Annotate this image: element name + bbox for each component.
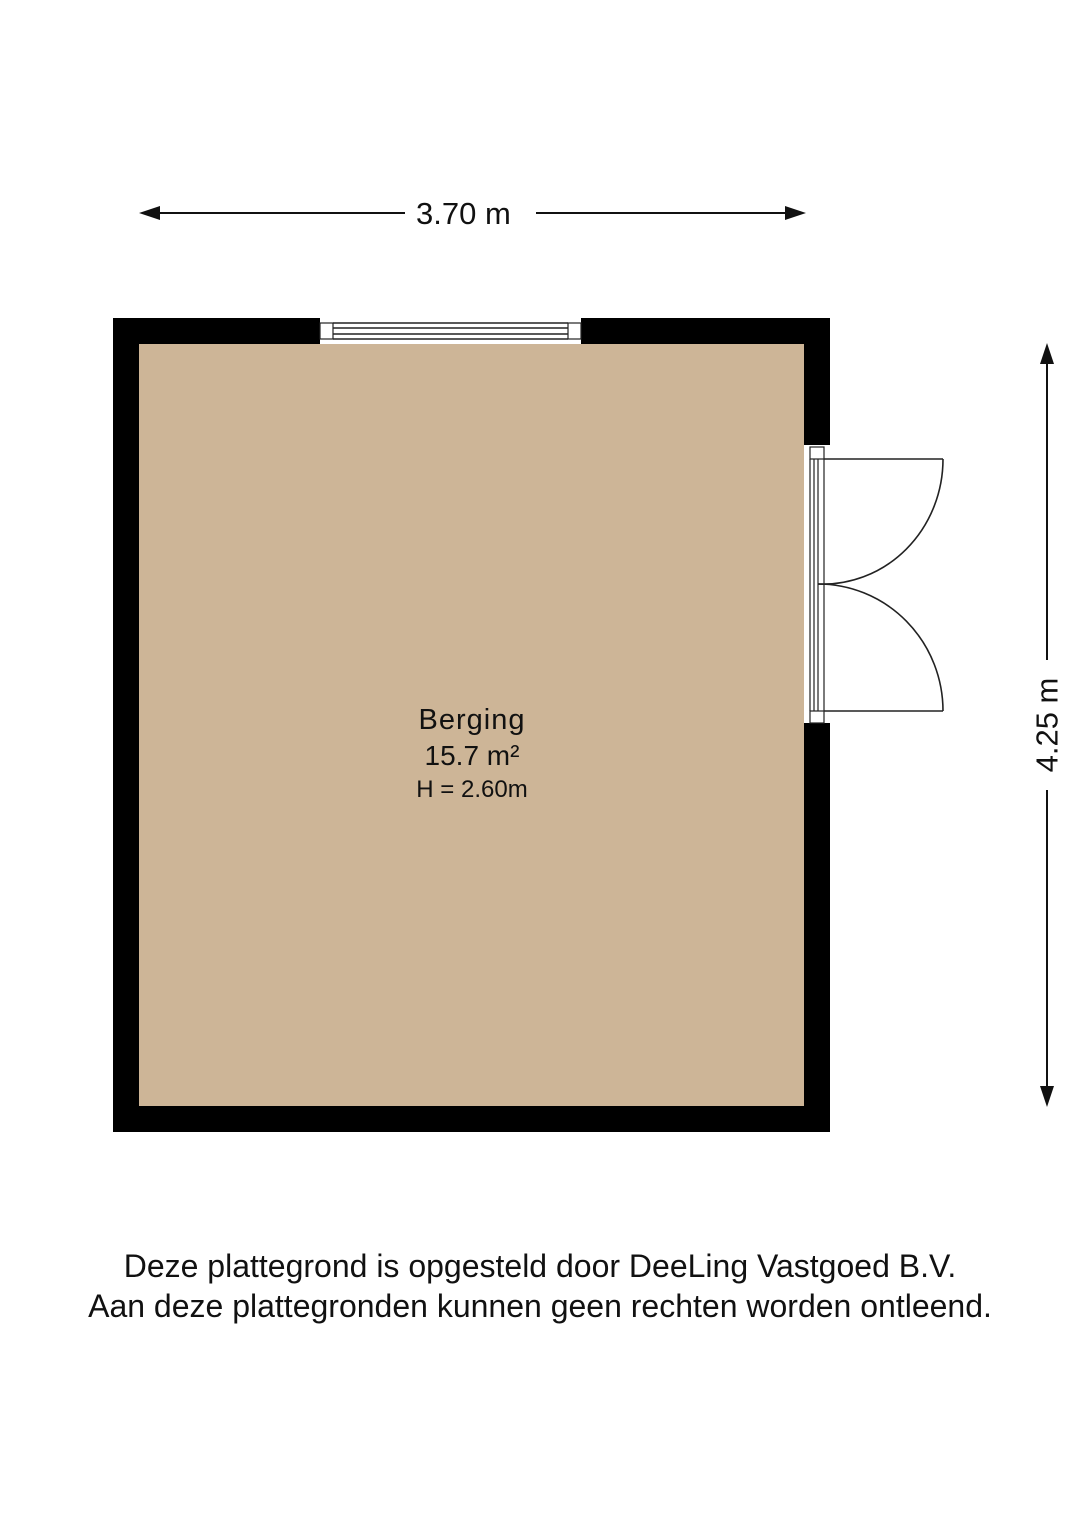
depth-dimension-line [1040, 343, 1054, 1107]
room-name: Berging [418, 704, 526, 736]
double-door-right [804, 445, 944, 724]
disclaimer-footer: Deze plattegrond is opgesteld door DeeLi… [0, 1246, 1080, 1326]
room-area: 15.7 m² [424, 740, 520, 771]
disclaimer-line-1: Deze plattegrond is opgesteld door DeeLi… [123, 1248, 957, 1284]
room-floor [139, 344, 804, 1106]
depth-dimension-label: 4.25 m [1030, 669, 1065, 781]
room-height: H = 2.60m [416, 776, 528, 803]
arrow-down-icon [1040, 1086, 1054, 1107]
arrow-up-icon [1040, 343, 1054, 364]
room-label: Berging 15.7 m² H = 2.60m [372, 706, 572, 802]
disclaimer-line-2: Aan deze plattegronden kunnen geen recht… [88, 1288, 992, 1324]
window-top [319, 318, 582, 344]
arrow-right-icon [785, 206, 806, 220]
width-dimension-line [139, 206, 806, 220]
arrow-left-icon [139, 206, 160, 220]
width-dimension-label: 3.70 m [408, 198, 519, 229]
